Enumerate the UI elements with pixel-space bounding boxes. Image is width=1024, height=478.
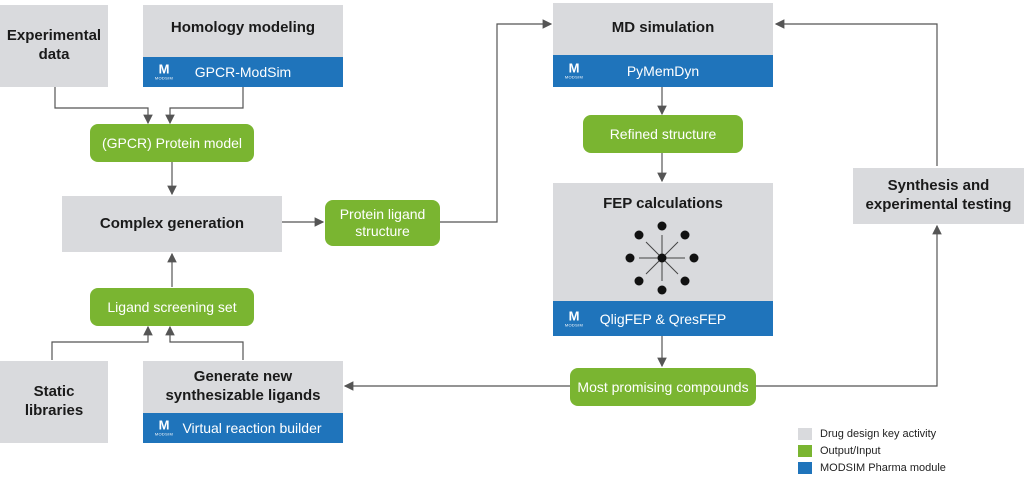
legend-label: MODSIM Pharma module bbox=[820, 462, 946, 474]
virtual-reaction-builder-label: Virtual reaction builder bbox=[182, 420, 322, 436]
fep-network-icon bbox=[625, 221, 699, 295]
protein-model-node: (GPCR) Protein model bbox=[90, 124, 254, 162]
pymemdyn-label: PyMemDyn bbox=[626, 63, 700, 79]
legend-item-output: Output/Input bbox=[798, 445, 1018, 457]
ligand-screening-set-node: Ligand screening set bbox=[90, 288, 254, 326]
legend-label: Drug design key activity bbox=[820, 428, 937, 440]
most-promising-compounds-node: Most promising compounds bbox=[570, 368, 756, 406]
legend-swatch bbox=[798, 445, 812, 457]
legend-swatch bbox=[798, 462, 812, 474]
refined-structure-node: Refined structure bbox=[583, 115, 743, 153]
md-simulation-box: MD simulation bbox=[553, 3, 773, 55]
legend-label: Output/Input bbox=[820, 445, 881, 457]
experimental-data-box: Experimental data bbox=[0, 5, 108, 87]
fep-calculations-box: FEP calculations bbox=[553, 183, 773, 301]
legend-swatch bbox=[798, 428, 812, 440]
synthesis-testing-box: Synthesis and experimental testing bbox=[853, 168, 1024, 224]
legend: Drug design key activity Output/Input MO… bbox=[798, 428, 1018, 474]
complex-generation-box: Complex generation bbox=[62, 196, 282, 252]
qligfep-qresfep-label: QligFEP & QresFEP bbox=[599, 310, 727, 327]
protein-ligand-structure-node: Protein ligand structure bbox=[325, 200, 440, 246]
generate-new-ligands-box: Generate new synthesizable ligands bbox=[143, 361, 343, 413]
homology-modeling-box: Homology modeling bbox=[143, 5, 343, 57]
gpcr-modsim-label: GPCR-ModSim bbox=[194, 64, 292, 80]
fep-calculations-title: FEP calculations bbox=[603, 195, 723, 212]
legend-item-activity: Drug design key activity bbox=[798, 428, 1018, 440]
static-libraries-box: Static libraries bbox=[0, 361, 108, 443]
legend-item-module: MODSIM Pharma module bbox=[798, 462, 1018, 474]
